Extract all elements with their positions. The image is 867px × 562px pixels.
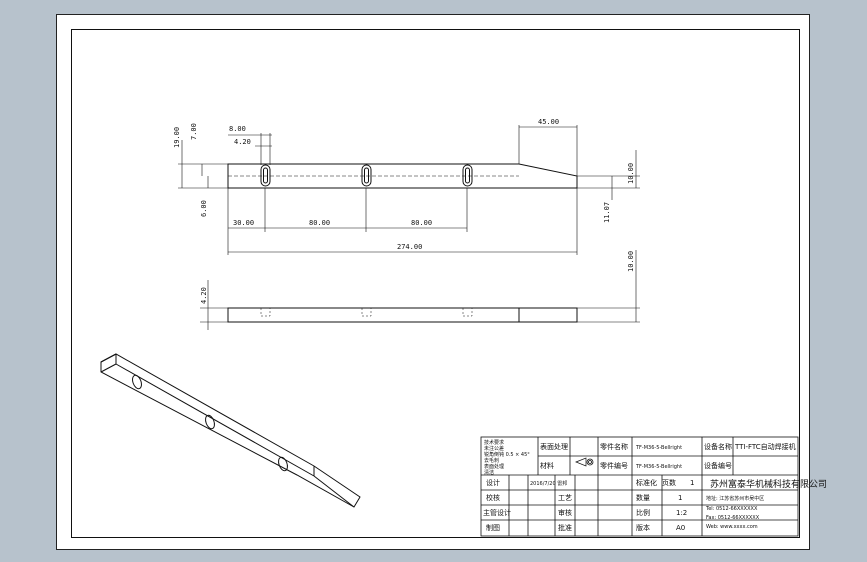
drawing-frame <box>71 29 800 538</box>
company-fax: Fax: 0512-66XXXXXX <box>706 515 760 521</box>
equip-name-value: TTI-FTC自动焊接机 <box>734 442 796 451</box>
part-no-value: TF-M36-5-Bellright <box>635 464 682 470</box>
dim-80-b: 80.00 <box>411 219 432 227</box>
approve-label: 主管设计 <box>483 508 511 517</box>
version-value: A0 <box>676 524 685 532</box>
equip-no-label: 设备编号 <box>704 461 732 470</box>
design-label: 设计 <box>486 478 500 487</box>
part-name-value: TF-M36-5-Bellright <box>635 445 682 451</box>
dim-10-top: 10.00 <box>627 163 635 184</box>
isometric-view <box>100 353 361 508</box>
dim-30: 30.00 <box>233 219 254 227</box>
slot-3 <box>462 164 473 187</box>
dim-19: 19.00 <box>173 127 181 148</box>
note-1: 未注公差 <box>484 445 504 452</box>
dim-10-side: 10.00 <box>627 251 635 272</box>
page-label: 页数 <box>662 478 676 487</box>
title-block <box>480 436 799 537</box>
part-no-label: 零件编号 <box>600 461 628 470</box>
dim-11-07: 11.07 <box>603 202 611 223</box>
note-2: 锐角倒钝 0.5 × 45° <box>484 451 530 458</box>
surface-label: 表面处理 <box>540 442 568 451</box>
approve2-label: 批准 <box>558 523 572 532</box>
drawing-sheet <box>56 14 810 550</box>
top-view-outline <box>227 163 578 189</box>
check-label: 校核 <box>486 493 500 502</box>
dim-80-a: 80.00 <box>309 219 330 227</box>
craft-label: 工艺 <box>558 494 572 502</box>
count-label: 数量 <box>636 493 650 502</box>
company-addr: 地址: 江苏省苏州市吴中区 <box>706 495 764 502</box>
company-name: 苏州富泰华机械科技有限公司 <box>710 478 827 490</box>
page-value: 1 <box>690 479 694 487</box>
version-label: 版本 <box>636 523 650 532</box>
scale-value: 1:2 <box>676 509 687 517</box>
slot-2 <box>361 164 372 187</box>
company-tel: Tel: 0512-66XXXXXX <box>705 506 758 512</box>
note-4: 表面处理 <box>484 463 504 470</box>
scale-label: 比例 <box>636 508 650 517</box>
slot-1 <box>260 164 271 187</box>
design-value: 2016/7/20 雷邦 <box>530 480 567 487</box>
note-0: 技术要求 <box>484 439 504 446</box>
part-name-label: 零件名称 <box>600 442 628 451</box>
count-value: 1 <box>678 494 682 502</box>
std-label: 标准化 <box>636 478 657 487</box>
dim-8: 8.00 <box>229 125 246 133</box>
dim-4-20-side: 4.20 <box>200 287 208 304</box>
side-view-outline <box>227 307 578 323</box>
dim-6: 6.00 <box>200 200 208 217</box>
equip-name-label: 设备名称 <box>704 442 732 451</box>
dim-4-20: 4.20 <box>234 138 251 146</box>
drawn-label: 制图 <box>486 523 500 532</box>
note-3: 去毛刺 <box>484 457 499 464</box>
note-5: 清洁 <box>484 469 494 476</box>
audit-label: 审核 <box>558 508 572 517</box>
dim-274: 274.00 <box>397 243 422 251</box>
material-label: 材料 <box>540 461 554 470</box>
dim-45: 45.00 <box>538 118 559 126</box>
company-web: Web: www.xxxx.com <box>706 524 758 530</box>
dim-7: 7.00 <box>190 123 198 140</box>
